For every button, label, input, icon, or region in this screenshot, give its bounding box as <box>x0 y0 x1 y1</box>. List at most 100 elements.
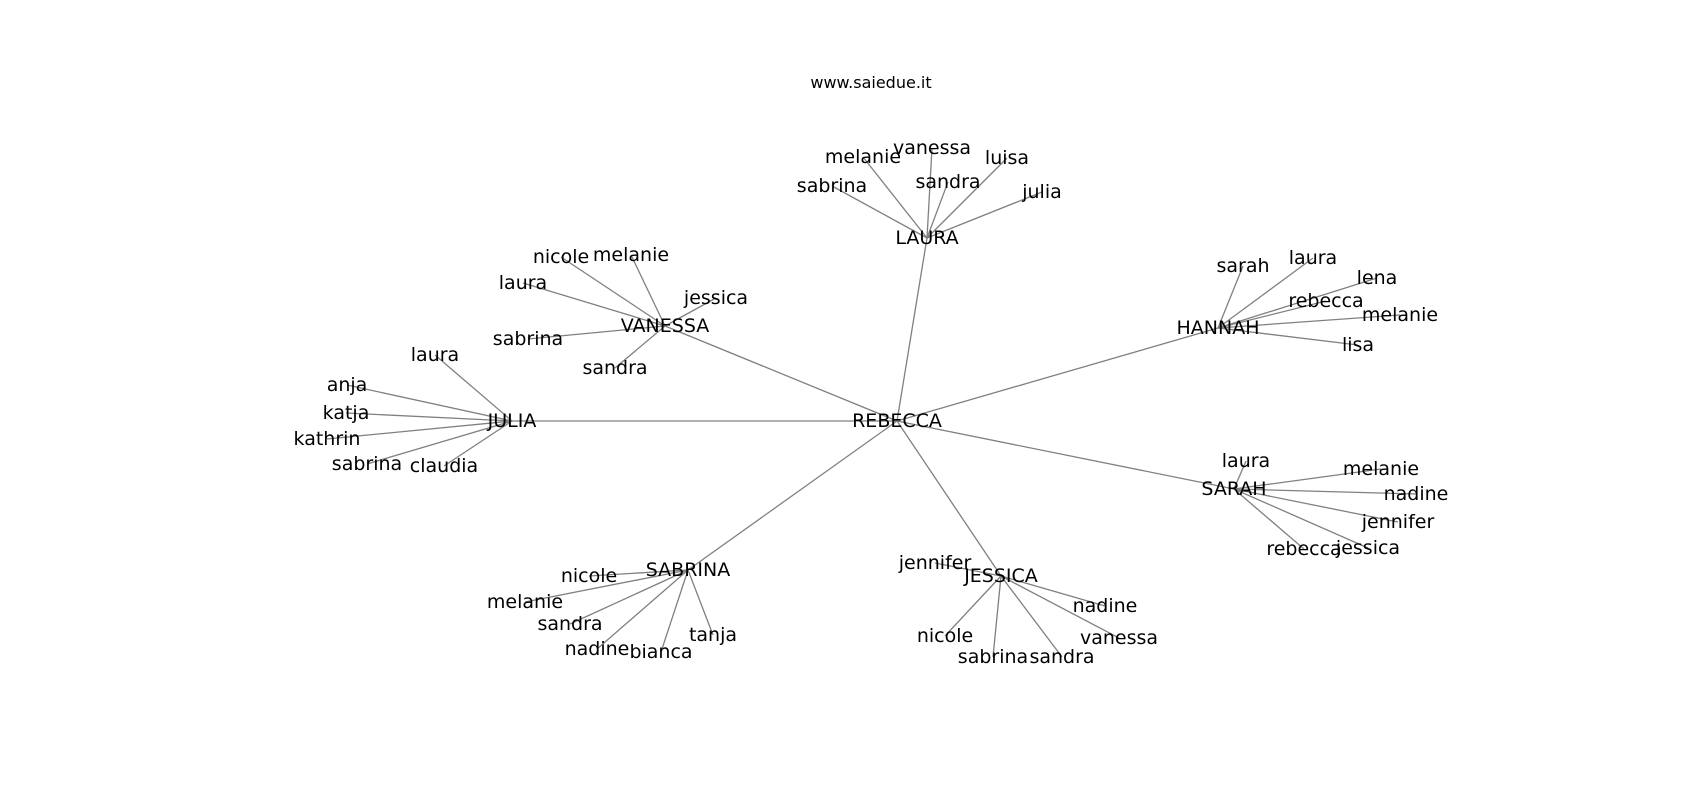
leaf-node-sarah-melanie: melanie <box>1343 458 1419 480</box>
edge-vanessa-sabrina <box>527 325 666 340</box>
edge-hannah-sarah <box>1217 265 1244 329</box>
leaf-node-julia-kathrin: kathrin <box>294 428 361 450</box>
leaf-node-sabrina-tanja: tanja <box>689 624 737 646</box>
edge-laura-luisa <box>926 157 1008 239</box>
leaf-node-sabrina-sandra: sandra <box>537 613 602 635</box>
leaf-node-vanessa-sandra: sandra <box>582 357 647 379</box>
edge-sabrina-tanja <box>687 569 714 636</box>
edge-julia-kathrin <box>326 420 513 440</box>
site-label: www.saiedue.it <box>810 73 931 92</box>
edge-hannah-lena <box>1217 277 1378 329</box>
leaf-node-hannah-rebecca: rebecca <box>1288 290 1363 312</box>
leaf-node-julia-sabrina: sabrina <box>332 453 402 475</box>
edge-jessica-sabrina <box>992 575 1002 658</box>
root-node: REBECCA <box>852 410 942 432</box>
leaf-node-jessica-vanessa: vanessa <box>1080 627 1158 649</box>
edge-jessica-sandra <box>1000 575 1063 658</box>
edge-jessica-vanessa <box>1000 575 1120 639</box>
edge-julia-laura <box>434 354 513 422</box>
leaf-node-hannah-sarah: sarah <box>1216 255 1269 277</box>
edge-laura-vanessa <box>926 147 933 239</box>
edge-hannah-rebecca <box>1217 300 1327 329</box>
edge-root-sarah <box>896 420 1235 490</box>
leaf-node-jessica-sabrina: sabrina <box>958 646 1028 668</box>
leaf-node-julia-katja: katja <box>323 402 370 424</box>
leaf-node-julia-claudia: claudia <box>410 455 478 477</box>
edge-hannah-laura <box>1217 257 1314 329</box>
edge-sarah-laura <box>1233 460 1247 490</box>
leaf-node-jessica-nicole: nicole <box>917 625 973 647</box>
leaf-node-jessica-nadine: nadine <box>1073 595 1138 617</box>
leaf-node-laura-julia: julia <box>1021 181 1062 203</box>
edge-sabrina-bianca <box>660 569 689 653</box>
hub-node-vanessa: VANESSA <box>621 315 709 337</box>
edge-julia-sabrina <box>366 420 513 465</box>
leaf-node-vanessa-jessica: jessica <box>683 287 748 309</box>
hub-node-sarah: SARAH <box>1201 478 1266 500</box>
edge-sarah-nadine <box>1233 488 1417 495</box>
edge-julia-anja <box>346 384 513 422</box>
hub-node-sabrina: SABRINA <box>646 559 730 581</box>
hub-node-jessica: JESSICA <box>963 565 1038 587</box>
leaf-node-laura-vanessa: vanessa <box>893 137 971 159</box>
edge-sarah-jessica <box>1233 488 1369 549</box>
edge-root-jessica <box>896 420 1002 577</box>
leaf-node-hannah-lena: lena <box>1357 267 1398 289</box>
edge-laura-sandra <box>926 181 949 239</box>
leaf-node-sabrina-nicole: nicole <box>561 565 617 587</box>
hub-node-hannah: HANNAH <box>1177 317 1260 339</box>
edge-laura-julia <box>926 191 1043 239</box>
leaf-node-laura-luisa: luisa <box>985 147 1029 169</box>
leaf-node-laura-melanie: melanie <box>825 146 901 168</box>
edge-jessica-nicole <box>944 575 1002 637</box>
leaf-node-jessica-sandra: sandra <box>1029 646 1094 668</box>
edge-vanessa-laura <box>522 282 666 327</box>
edge-hannah-melanie <box>1217 314 1401 329</box>
leaf-node-julia-anja: anja <box>327 374 368 396</box>
edge-hannah-lisa <box>1217 327 1359 346</box>
leaf-node-jessica-jennifer: jennifer <box>898 552 972 574</box>
leaf-node-vanessa-sabrina: sabrina <box>493 328 563 350</box>
labels-layer: sabrinamelanievanessasandraluisajuliaLAU… <box>294 137 1449 668</box>
leaf-node-laura-sandra: sandra <box>915 171 980 193</box>
edge-julia-katja <box>345 412 513 422</box>
leaf-node-sarah-rebecca: rebecca <box>1266 538 1341 560</box>
leaf-node-sarah-jennifer: jennifer <box>1361 511 1435 533</box>
edge-vanessa-sandra <box>614 325 666 369</box>
leaf-node-sarah-jessica: jessica <box>1335 537 1400 559</box>
edge-vanessa-jessica <box>664 297 717 327</box>
leaf-node-sabrina-nadine: nadine <box>565 638 630 660</box>
edge-root-hannah <box>896 327 1219 422</box>
leaf-node-hannah-lisa: lisa <box>1342 334 1374 356</box>
leaf-node-vanessa-laura: laura <box>499 272 547 294</box>
leaf-node-vanessa-melanie: melanie <box>593 244 669 266</box>
hub-node-laura: LAURA <box>895 227 958 249</box>
edge-laura-sabrina <box>831 185 928 239</box>
edge-sabrina-nadine <box>596 569 689 650</box>
edge-root-vanessa <box>664 325 898 422</box>
leaf-node-laura-sabrina: sabrina <box>797 175 867 197</box>
leaf-node-vanessa-nicole: nicole <box>533 246 589 268</box>
edges-layer <box>326 147 1417 658</box>
edge-sarah-rebecca <box>1233 488 1305 550</box>
leaf-node-hannah-laura: laura <box>1289 247 1337 269</box>
edge-jessica-jennifer <box>934 562 1002 577</box>
edge-sabrina-nicole <box>588 569 689 577</box>
leaf-node-sarah-nadine: nadine <box>1384 483 1449 505</box>
edge-sarah-jennifer <box>1233 488 1399 523</box>
edge-sabrina-sandra <box>569 569 689 625</box>
leaf-node-sarah-laura: laura <box>1222 450 1270 472</box>
edge-laura-melanie <box>862 156 928 239</box>
leaf-node-sabrina-bianca: bianca <box>629 641 692 663</box>
leaf-node-julia-laura: laura <box>411 344 459 366</box>
edge-sabrina-melanie <box>524 569 689 603</box>
leaf-node-hannah-melanie: melanie <box>1362 304 1438 326</box>
edge-sarah-melanie <box>1233 468 1382 490</box>
edge-vanessa-melanie <box>630 254 666 327</box>
edge-root-sabrina <box>687 420 898 571</box>
edge-root-laura <box>896 237 928 422</box>
edge-vanessa-nicole <box>560 256 666 327</box>
leaf-node-sabrina-melanie: melanie <box>487 591 563 613</box>
edge-julia-claudia <box>443 420 513 467</box>
